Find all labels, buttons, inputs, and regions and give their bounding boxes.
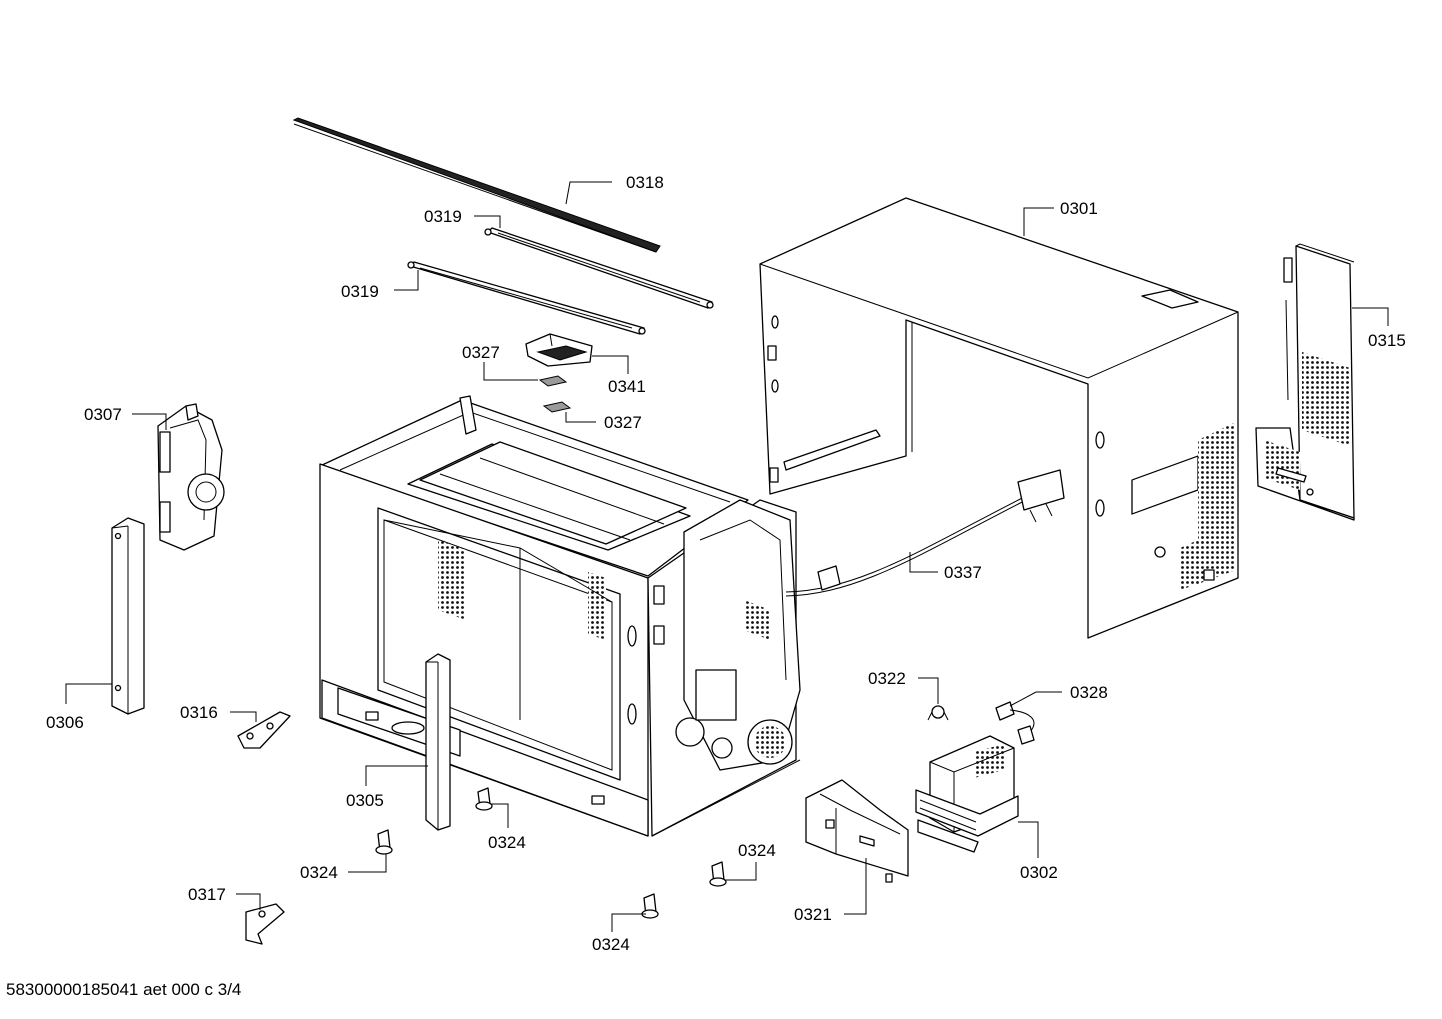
callout-0315: 0315 [1352,307,1406,350]
document-code: 58300000185041 aet 000 c 3/4 [6,980,242,999]
svg-text:0341: 0341 [608,377,646,396]
svg-text:0322: 0322 [868,669,906,688]
svg-text:0301: 0301 [1060,199,1098,218]
callout-0321: 0321 [794,858,867,924]
svg-text:0327: 0327 [462,343,500,362]
svg-text:0321: 0321 [794,905,832,924]
part-0327-pad-lower [542,401,572,413]
part-0321-air-duct [805,779,909,883]
svg-text:0328: 0328 [1070,683,1108,702]
svg-text:0324: 0324 [300,863,338,882]
part-0319-lower-heater-rod [407,261,646,335]
svg-text:0327: 0327 [604,413,642,432]
callout-0305: 0305 [346,765,428,810]
callout-0327-lower: 0327 [565,412,642,432]
svg-text:0324: 0324 [592,935,630,954]
callout-0302: 0302 [1018,821,1058,882]
part-0306-vertical-bar [111,517,145,715]
part-0328-sensor-cable [995,701,1035,745]
svg-text:0324: 0324 [488,833,526,852]
svg-text:0324: 0324 [738,841,776,860]
part-0305-door-strip [425,653,451,831]
callout-0324-a: 0324 [488,803,526,852]
part-0307-latch-assembly [157,403,225,551]
part-0324-foot-b [375,829,393,855]
part-0337-power-cord [785,469,1065,597]
callout-0306: 0306 [46,683,112,732]
svg-text:0306: 0306 [46,713,84,732]
part-0341-bracket [525,333,593,367]
part-0324-foot-c [709,861,727,887]
part-0316-bracket [237,711,291,749]
callout-0324-d: 0324 [592,913,646,954]
part-0315-side-panel [1255,243,1355,521]
part-0317-bracket [245,903,285,945]
callout-0307: 0307 [84,405,167,430]
svg-text:0319: 0319 [424,207,462,226]
svg-text:0302: 0302 [1020,863,1058,882]
part-main-chassis [319,395,801,837]
callout-0322: 0322 [868,669,939,704]
callout-0341: 0341 [592,355,646,396]
part-0319-upper-heater-rod [484,227,714,309]
part-0324-foot-d [641,893,659,919]
callout-0319-lower: 0319 [341,270,419,301]
part-0322-thermostat [927,705,949,721]
svg-text:0319: 0319 [341,282,379,301]
callout-0301: 0301 [1023,199,1098,236]
part-0302-transformer [915,735,1019,853]
part-0318-strip [292,117,661,253]
svg-text:0317: 0317 [188,885,226,904]
callout-0337: 0337 [909,552,982,582]
callout-0316: 0316 [180,703,257,722]
part-0324-foot-a [475,787,493,811]
svg-text:0305: 0305 [346,791,384,810]
part-0301-outer-cover [759,197,1239,639]
callout-0324-b: 0324 [300,854,387,882]
callout-0328: 0328 [1009,683,1108,707]
callout-0327-upper: 0327 [462,343,538,381]
svg-text:0315: 0315 [1368,331,1406,350]
svg-text:0318: 0318 [626,173,664,192]
callout-0324-c: 0324 [724,841,776,881]
svg-text:0307: 0307 [84,405,122,424]
part-0327-pad-upper [538,375,568,387]
callout-0319-upper: 0319 [424,207,501,228]
svg-text:0316: 0316 [180,703,218,722]
callout-0317: 0317 [188,885,261,910]
callout-0318: 0318 [565,173,664,205]
svg-text:0337: 0337 [944,563,982,582]
